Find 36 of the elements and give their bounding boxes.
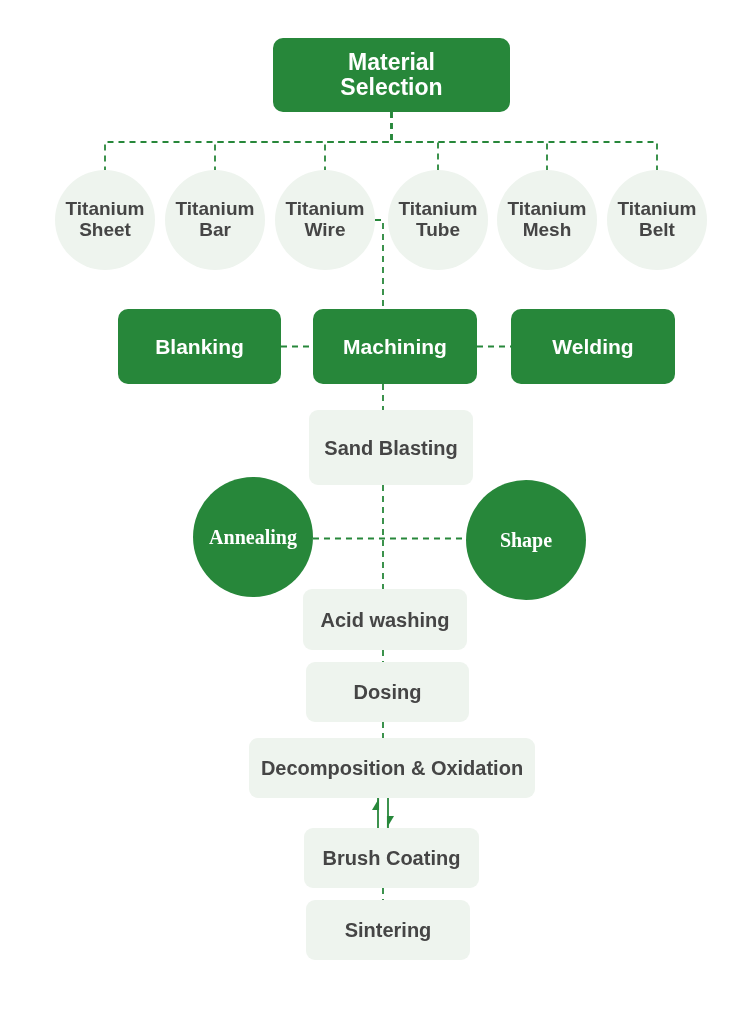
node-label: Titanium Tube xyxy=(397,199,479,241)
node-label: Shape xyxy=(499,529,553,551)
process-box xyxy=(303,589,467,650)
connector-line xyxy=(382,649,384,663)
arrow xyxy=(372,797,380,829)
connector-line xyxy=(382,383,384,411)
process-box xyxy=(511,309,675,384)
node-label: Brush Coating xyxy=(322,847,461,869)
node-label: Machining xyxy=(343,334,447,359)
process-box xyxy=(249,738,535,798)
node-label: Decomposition & Oxidation xyxy=(260,757,524,779)
node-label: Material Selection xyxy=(339,49,444,101)
node-label: Dosing xyxy=(353,681,422,703)
connector-line xyxy=(382,484,384,590)
process-box xyxy=(304,828,479,888)
process-box xyxy=(306,900,470,960)
node-label: Titanium Wire xyxy=(284,199,366,241)
node-label: Titanium Mesh xyxy=(506,199,588,241)
process-box xyxy=(313,309,477,384)
node-label: Titanium Belt xyxy=(616,199,698,241)
process-box xyxy=(309,410,473,485)
connector-line xyxy=(390,111,658,171)
node-label: Annealing xyxy=(209,526,297,548)
connector-line xyxy=(382,721,384,739)
node-label: Titanium Sheet xyxy=(64,199,146,241)
node-label: Blanking xyxy=(155,334,244,359)
node-label: Welding xyxy=(552,334,634,359)
process-box xyxy=(273,38,510,112)
connector-line xyxy=(382,887,384,901)
node-label: Sintering xyxy=(344,919,432,941)
node-label: Acid washing xyxy=(320,608,450,631)
arrow xyxy=(386,797,394,829)
node-label: Titanium Bar xyxy=(174,199,256,241)
process-box xyxy=(118,309,281,384)
process-box xyxy=(306,662,469,722)
node-label: Sand Blasting xyxy=(324,436,458,459)
